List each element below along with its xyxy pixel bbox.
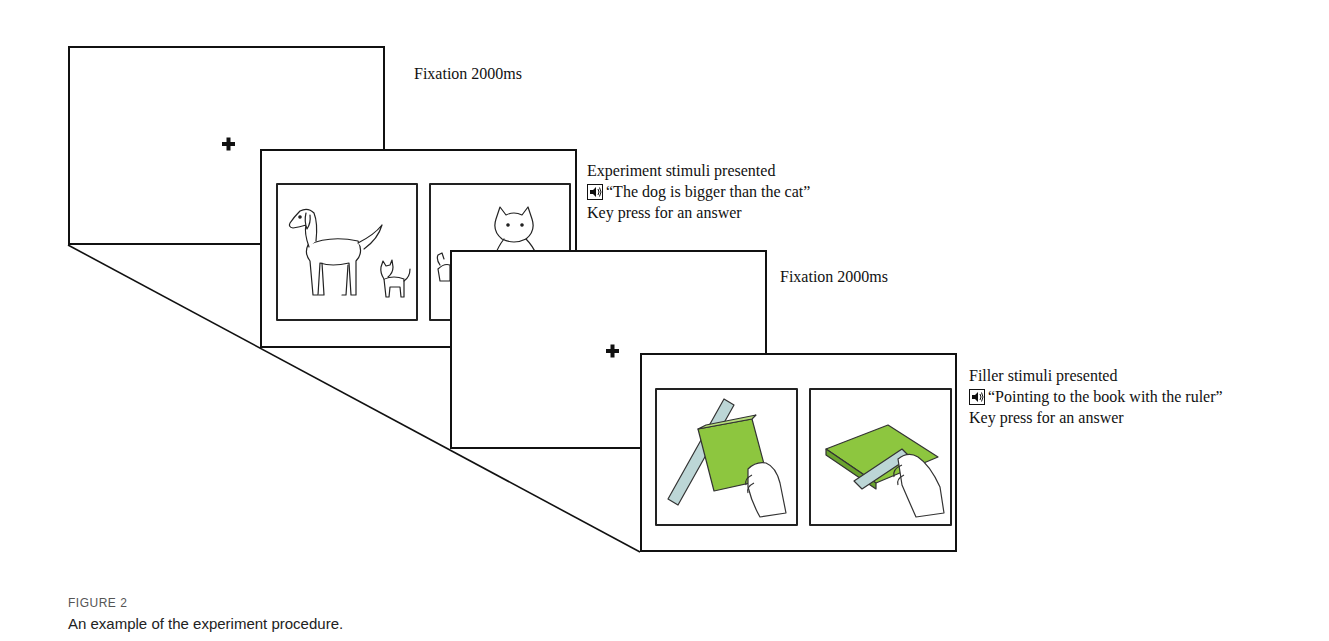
screen-description: Filler stimuli presented “Pointing to th… <box>969 365 1223 428</box>
description-line: “Pointing to the book with the ruler” <box>969 386 1223 407</box>
description-line: Key press for an answer <box>587 202 810 223</box>
step-label: Fixation 2000ms <box>780 266 888 287</box>
description-line: Fixation 2000ms <box>414 63 522 84</box>
step-label: Key press for an answer <box>587 202 742 223</box>
audio-sentence: “Pointing to the book with the ruler” <box>988 386 1223 407</box>
description-line: Fixation 2000ms <box>780 266 888 287</box>
screen-description: Fixation 2000ms <box>414 63 522 84</box>
audio-sentence: “The dog is bigger than the cat” <box>606 181 810 202</box>
speaker-icon <box>587 184 603 200</box>
step-label: Experiment stimuli presented <box>587 160 775 181</box>
description-line: Filler stimuli presented <box>969 365 1223 386</box>
step-label: Filler stimuli presented <box>969 365 1117 386</box>
figure-caption: An example of the experiment procedure. <box>68 615 343 632</box>
description-line: Experiment stimuli presented <box>587 160 810 181</box>
book-ruler-pictures <box>640 353 957 552</box>
figure-number: FIGURE 2 <box>68 596 127 610</box>
screen-description: Fixation 2000ms <box>780 266 888 287</box>
step-label: Fixation 2000ms <box>414 63 522 84</box>
screen-frame: Filler stimuli presented “Pointing to th… <box>640 353 957 552</box>
screen-description: Experiment stimuli presented “The dog is… <box>587 160 810 223</box>
step-label: Key press for an answer <box>969 407 1124 428</box>
speaker-icon <box>969 389 985 405</box>
description-line: Key press for an answer <box>969 407 1223 428</box>
description-line: “The dog is bigger than the cat” <box>587 181 810 202</box>
